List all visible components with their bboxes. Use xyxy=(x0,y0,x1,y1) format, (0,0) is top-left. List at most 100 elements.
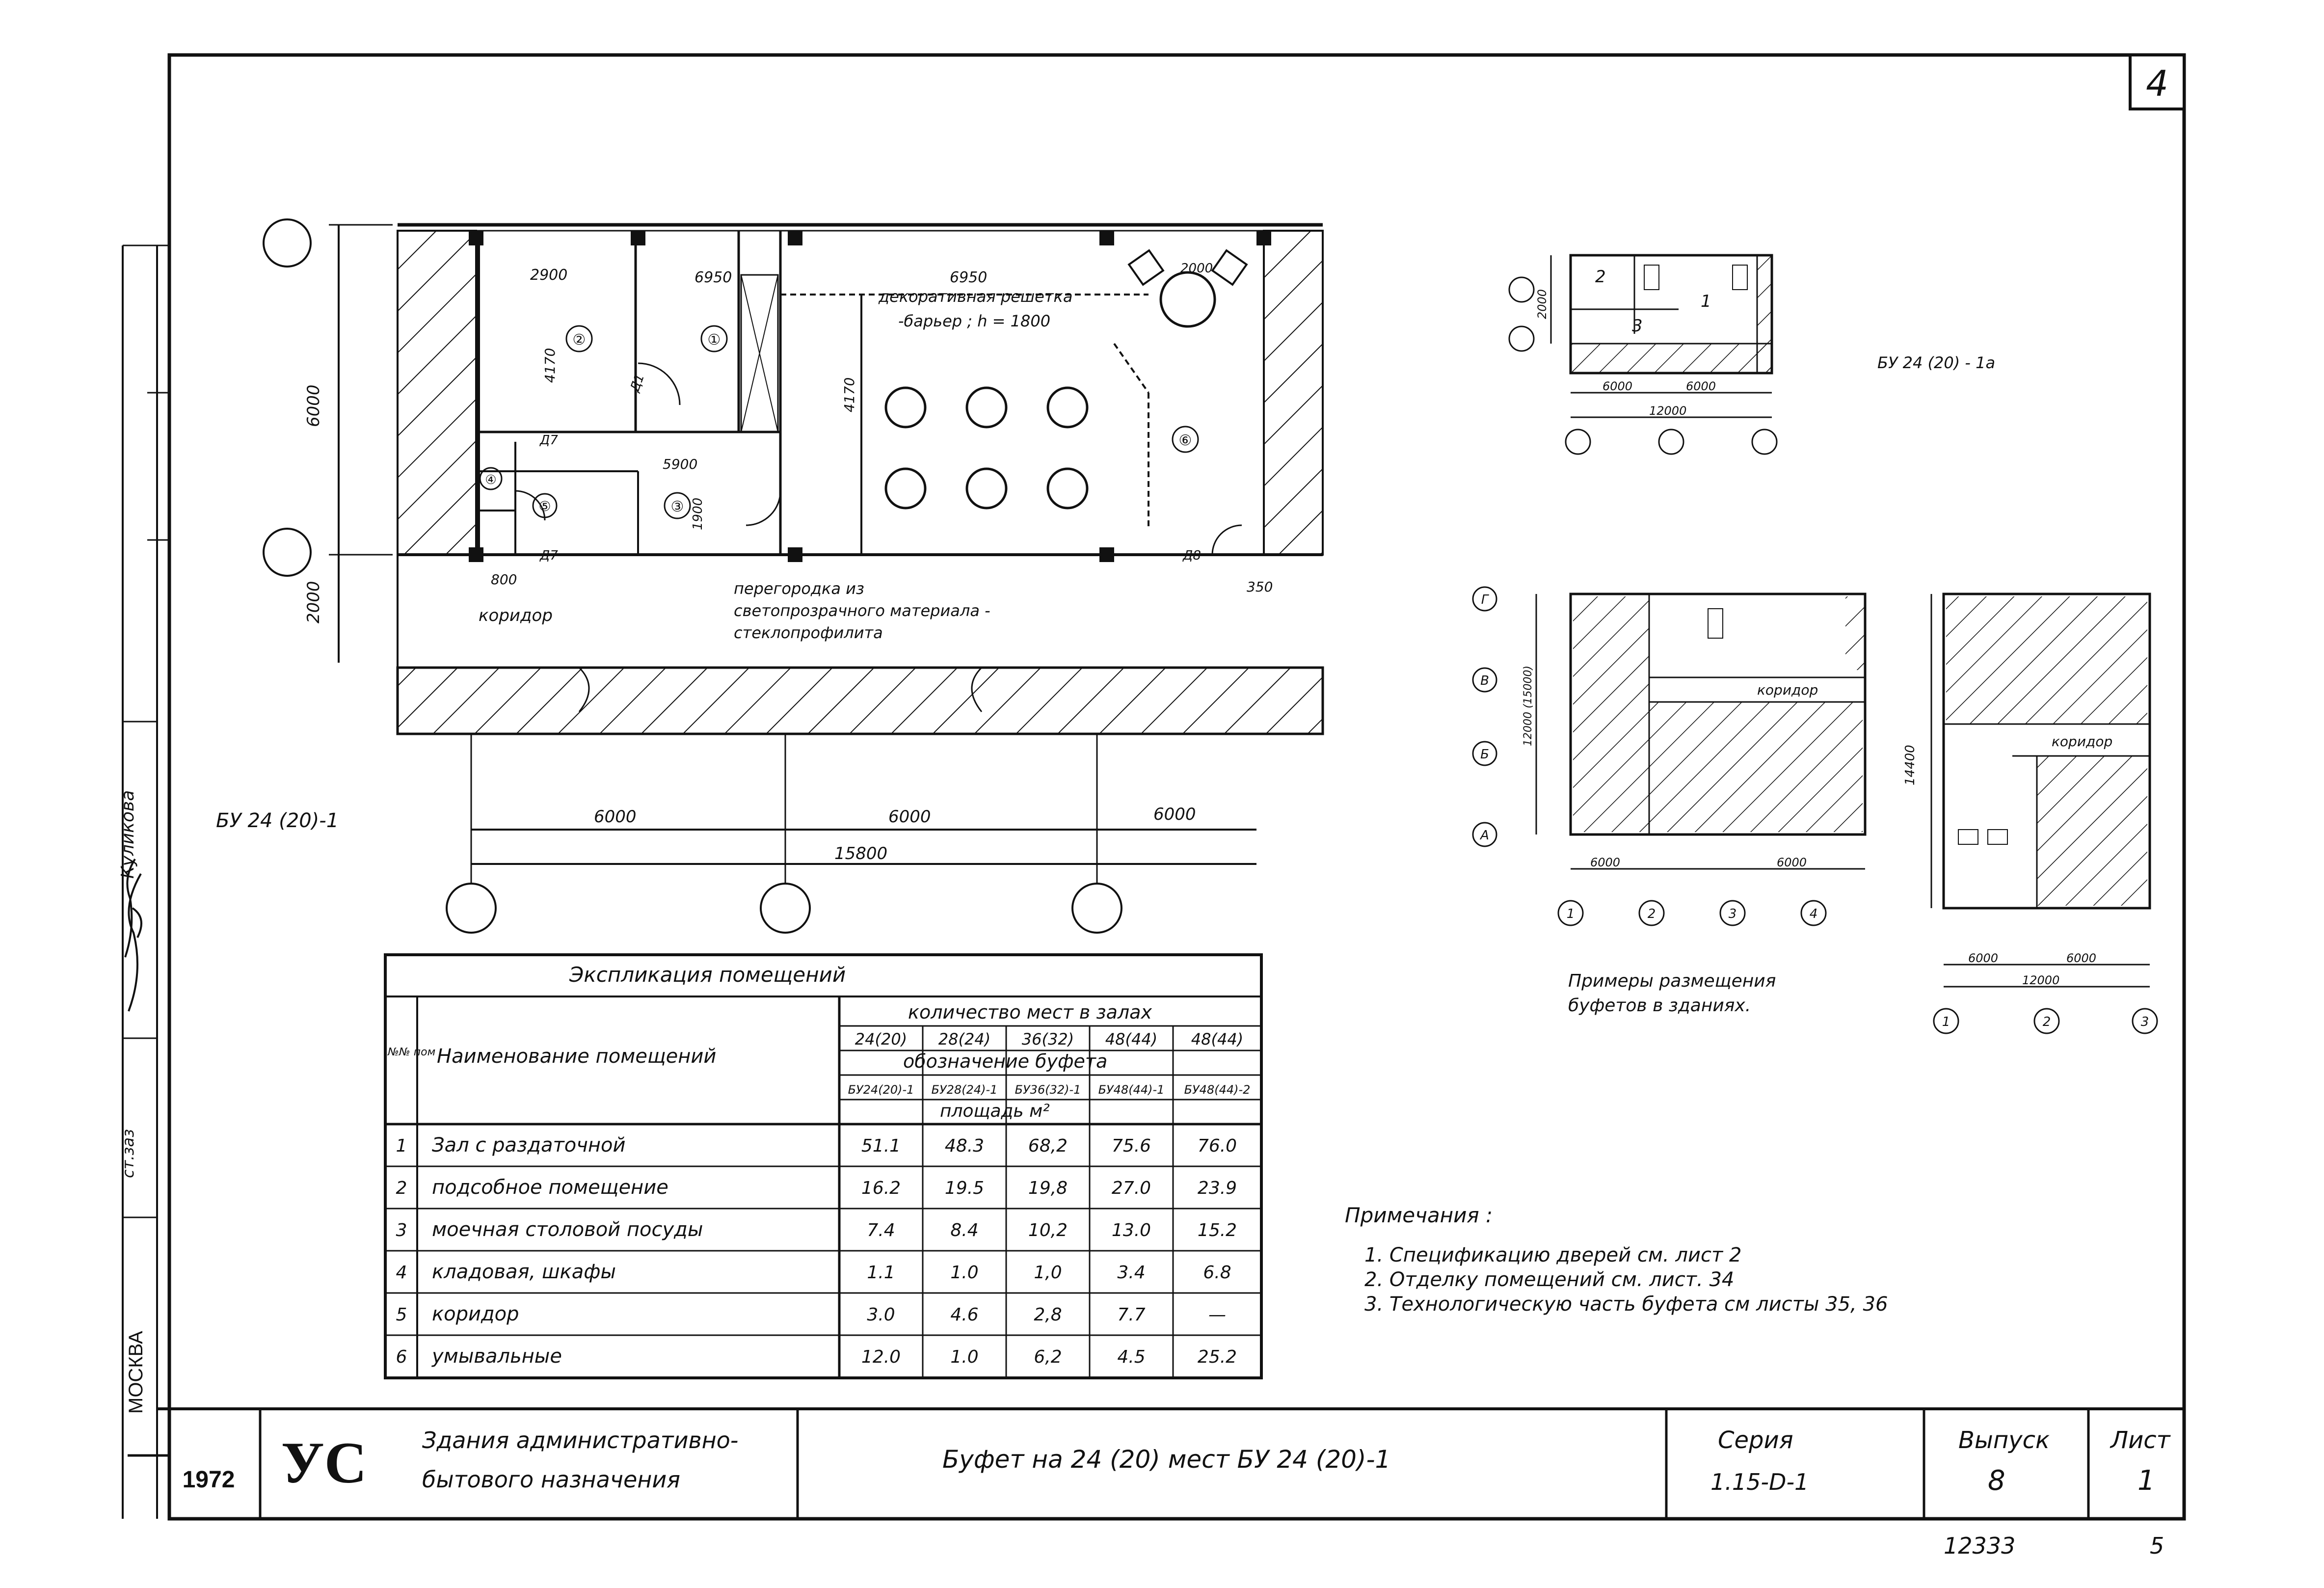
example-2-axis-1: 1 xyxy=(1567,907,1575,921)
group-header: количество мест в залах xyxy=(908,1001,1152,1023)
room-marker-2: ② xyxy=(573,331,586,349)
example-2-dim-left: 12000 (15000) xyxy=(1522,666,1534,746)
table-row-name: кладовая, шкафы xyxy=(432,1261,616,1283)
table-cell-area: 1.0 xyxy=(950,1347,978,1367)
example-plan-1: 1 2 3 6000 6000 12000 2000 БУ 24 (20) - … xyxy=(1508,254,1995,455)
year-label: 1972 xyxy=(183,1467,235,1493)
table-cell-area: 23.9 xyxy=(1198,1178,1237,1198)
dim-total: 15800 xyxy=(834,844,887,863)
table-cell-area: 8.4 xyxy=(950,1220,978,1240)
margin-signature xyxy=(128,873,142,1012)
example-plan-3: коридор 14400 6000 6000 12000 1 2 3 xyxy=(1903,592,2158,1034)
example-2-dim-2: 6000 xyxy=(1777,856,1807,869)
room-marker-1: ① xyxy=(708,331,721,349)
table-cell-area: 75.6 xyxy=(1112,1136,1151,1156)
sheet-frame: 4 xyxy=(128,53,2186,1521)
table-cell-area: — xyxy=(1208,1305,1226,1325)
sheet-value: 1 xyxy=(2137,1465,2155,1497)
door-tag-4: Д8 xyxy=(1182,548,1201,563)
dim-inner-5900: 5900 xyxy=(663,456,697,472)
room-marker-6: ⑥ xyxy=(1179,432,1192,449)
dim-top-1: 2900 xyxy=(530,267,567,284)
building-type-line-2: бытового назначения xyxy=(422,1466,680,1493)
footer-number: 12333 xyxy=(1944,1533,2015,1559)
table-row-name: подсобное помещение xyxy=(432,1176,668,1199)
sheet-number-box: 4 xyxy=(2146,63,2168,104)
example-3-dim-1: 6000 xyxy=(1968,951,1998,965)
dim-inner-4170-a: 4170 xyxy=(542,348,558,383)
table-cell-area: 68,2 xyxy=(1028,1136,1068,1156)
example-3-corridor: коридор xyxy=(2052,733,2112,750)
example-2-axis-2: 2 xyxy=(1648,907,1656,921)
annotation-partition-3: стеклопрофилита xyxy=(734,623,883,642)
seats-header-cell: 24(20) xyxy=(855,1030,907,1049)
note-2: 2. Отделку помещений см. лист. 34 xyxy=(1364,1268,1734,1291)
table-cell-area: 3.4 xyxy=(1117,1263,1145,1283)
example-plan-2: коридор Г В Б А 12000 (15000) 6000 6000 … xyxy=(1472,586,1867,1016)
annotation-partition-2: светопрозрачного материала - xyxy=(734,601,990,620)
dim-top-2: 6950 xyxy=(695,269,732,286)
table-row-number: 3 xyxy=(396,1220,407,1240)
table-cell-area: 1.0 xyxy=(950,1263,978,1283)
example-3-dim-3: 12000 xyxy=(2022,973,2059,987)
table-cell-area: 6,2 xyxy=(1034,1347,1062,1367)
seats-header-cell: 48(44) xyxy=(1191,1030,1243,1049)
example-1-dim-1: 6000 xyxy=(1603,379,1632,393)
table-cell-area: 19.5 xyxy=(945,1178,984,1198)
designation-header: обозначение буфета xyxy=(903,1050,1107,1072)
example-1-dim-4: 2000 xyxy=(1535,289,1549,319)
designation-header-cell: БУ24(20)-1 xyxy=(848,1083,914,1097)
table-row-number: 5 xyxy=(396,1305,407,1325)
col-num-header: №№ пом xyxy=(387,1046,435,1058)
example-2-dim-1: 6000 xyxy=(1590,856,1620,869)
table-row-name: моечная столовой посуды xyxy=(432,1218,703,1241)
table-cell-area: 2,8 xyxy=(1034,1305,1062,1325)
table-row-name: коридор xyxy=(432,1303,519,1325)
dim-top-4: 2000 xyxy=(1180,261,1213,276)
margin-name-1: Куликова xyxy=(118,790,138,879)
table-cell-area: 7.4 xyxy=(867,1220,895,1240)
series-value: 1.15-D-1 xyxy=(1710,1469,1809,1495)
drawing-title: Буфет на 24 (20) мест БУ 24 (20)-1 xyxy=(942,1445,1390,1474)
example-1-room-2: 2 xyxy=(1595,267,1606,287)
table-cell-area: 15.2 xyxy=(1198,1220,1237,1240)
col-name-header: Наименование помещений xyxy=(437,1045,716,1068)
table-cell-area: 76.0 xyxy=(1198,1136,1237,1156)
margin-stamp: Куликова ст.заз МОСКВА xyxy=(118,244,169,1519)
table-cell-area: 19,8 xyxy=(1028,1178,1068,1198)
area-header: площадь м² xyxy=(940,1101,1050,1121)
table-cell-area: 13.0 xyxy=(1112,1220,1151,1240)
seats-header-cell: 28(24) xyxy=(938,1030,990,1049)
example-2-corridor: коридор xyxy=(1757,682,1818,698)
examples-caption-1: Примеры размещения xyxy=(1568,971,1776,991)
footer-page: 5 xyxy=(2150,1533,2164,1559)
main-plan-label: БУ 24 (20)-1 xyxy=(216,809,339,832)
table-cell-area: 10,2 xyxy=(1028,1220,1068,1240)
series-label: Серия xyxy=(1718,1427,1793,1454)
dim-left-1: 6000 xyxy=(304,384,323,427)
main-floor-plan: ① ② ③ ④ ⑤ ⑥ 2900 6950 6950 2000 декорати… xyxy=(216,218,1324,934)
example-1-room-3: 3 xyxy=(1632,316,1643,336)
example-1-room-1: 1 xyxy=(1701,292,1711,311)
example-1-label: БУ 24 (20) - 1а xyxy=(1877,353,1995,372)
table-cell-area: 1,0 xyxy=(1034,1263,1062,1283)
example-2-axis-4: 4 xyxy=(1810,907,1818,921)
dim-top-3: 6950 xyxy=(950,269,987,286)
notes: Примечания : 1. Спецификацию дверей см. … xyxy=(1345,1203,1888,1316)
annotation-grille-2: -барьер ; h = 1800 xyxy=(898,312,1050,330)
dim-inner-350: 350 xyxy=(1247,579,1273,595)
example-3-axis-3: 3 xyxy=(2141,1015,2149,1029)
table-cell-area: 3.0 xyxy=(867,1305,895,1325)
example-2-axis-a: А xyxy=(1479,828,1489,843)
door-tag-3: Д7 xyxy=(539,548,558,563)
issue-value: 8 xyxy=(1988,1465,2005,1497)
notes-heading: Примечания : xyxy=(1345,1203,1493,1227)
table-cell-area: 25.2 xyxy=(1198,1347,1237,1367)
table-cell-area: 4.6 xyxy=(950,1305,978,1325)
table-cell-area: 27.0 xyxy=(1112,1178,1151,1198)
door-tag-1: Д1 xyxy=(627,372,647,394)
table-row-name: умывальные xyxy=(431,1345,562,1368)
table-row-number: 4 xyxy=(396,1263,407,1283)
example-3-axis-1: 1 xyxy=(1942,1015,1950,1029)
